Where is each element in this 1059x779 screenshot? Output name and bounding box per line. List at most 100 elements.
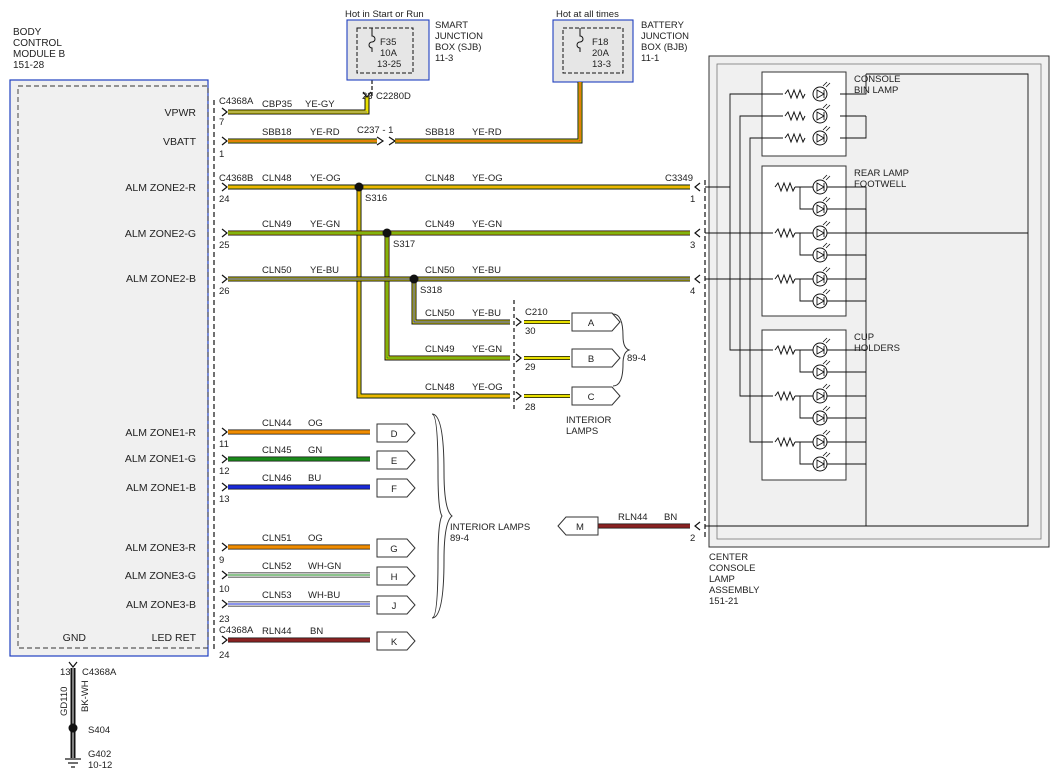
- lbl-ye-bu-b: YE-BU: [472, 265, 501, 276]
- wire-cln49: [228, 230, 690, 361]
- lbl-cln50-a: CLN50: [262, 265, 292, 276]
- sjb-hot: Hot in Start or Run: [345, 9, 424, 20]
- c210-pin-28: 28: [525, 402, 536, 413]
- lbl-ye-gy: YE-GY: [305, 99, 335, 110]
- splice-s404: S404: [88, 725, 110, 736]
- console-bin-lamp-box: [761, 71, 847, 157]
- lbl-wh-bu: WH-BU: [308, 590, 340, 601]
- battery-junction-box: Hot at all times F18 20A 13-3 BATTERY JU…: [552, 9, 689, 83]
- pinnum-z1g: 12: [219, 466, 230, 477]
- bcm-title-3: MODULE B: [13, 49, 66, 60]
- wire-cln50: [228, 276, 690, 325]
- sjb-loc: 13-25: [377, 59, 401, 70]
- conn-c237: C237 - 1: [357, 125, 393, 136]
- led-branch-wires: [795, 186, 867, 526]
- lbl-cln50-b: CLN50: [425, 265, 455, 276]
- pinnum-z3r: 9: [219, 555, 224, 566]
- bjb-line2: JUNCTION: [641, 31, 689, 42]
- pinnum-gnd: 13: [60, 667, 71, 678]
- console-line1: CENTER: [709, 552, 748, 563]
- ref-g: G: [390, 544, 397, 555]
- brace-interior-lamps-1: [612, 313, 631, 387]
- smart-junction-box: Hot in Start or Run F35 10A 13-25 SMART …: [345, 9, 483, 81]
- lbl-cln49-b: CLN49: [425, 219, 455, 230]
- lbl-ye-bu-a: YE-BU: [310, 265, 339, 276]
- bjb-fuse: F18: [592, 37, 608, 48]
- bjb-loc: 13-3: [592, 59, 611, 70]
- pin-z1r: ALM ZONE1-R: [125, 427, 196, 439]
- ref-b: B: [588, 354, 594, 365]
- fuse-f35-icon: [368, 28, 376, 52]
- lbl-ye-rd-a: YE-RD: [310, 127, 340, 138]
- conn-c3349: C3349: [665, 173, 693, 184]
- lbl-cln48-a: CLN48: [262, 173, 292, 184]
- ref-e: E: [391, 456, 397, 467]
- lbl-cln48-c: CLN48: [425, 382, 455, 393]
- c210-pin-29: 29: [525, 362, 536, 373]
- conn-c4368a-gnd: C4368A: [82, 667, 117, 678]
- lbl-cln51: CLN51: [262, 533, 292, 544]
- pin-z1b: ALM ZONE1-B: [126, 482, 196, 494]
- pinnum-vpwr: 7: [219, 117, 224, 128]
- cup-holders-box: [761, 329, 847, 481]
- lbl-og-b: OG: [308, 533, 323, 544]
- ref-m: M: [576, 522, 584, 533]
- pinnum-z2g: 25: [219, 240, 230, 251]
- pin-z2b: ALM ZONE2-B: [126, 273, 196, 285]
- pin-vbatt: VBATT: [163, 136, 197, 148]
- interior-lamps-2-line1: INTERIOR LAMPS: [450, 522, 530, 533]
- conn-c4368a: C4368A: [219, 96, 254, 107]
- conn-c4368b: C4368B: [219, 173, 253, 184]
- lbl-ye-rd-b: YE-RD: [472, 127, 502, 138]
- rear-label2: FOOTWELL: [854, 179, 906, 190]
- lbl-sbb18-a: SBB18: [262, 127, 292, 138]
- reference-tag-labels: A B C D E F G H J K M: [390, 318, 595, 648]
- pinnum-z2b: 26: [219, 286, 230, 297]
- ref-c: C: [588, 392, 595, 403]
- ref-f: F: [391, 484, 397, 495]
- ref-h: H: [391, 572, 398, 583]
- lbl-cln48-b: CLN48: [425, 173, 455, 184]
- c3349-pin-2: 2: [690, 533, 695, 544]
- lbl-cln44: CLN44: [262, 418, 292, 429]
- lbl-rln44-a: RLN44: [262, 626, 292, 637]
- lbl-ye-og-a: YE-OG: [310, 173, 341, 184]
- lbl-cln45: CLN45: [262, 445, 292, 456]
- wire-cln48: [228, 184, 690, 399]
- lbl-rln44-b: RLN44: [618, 512, 648, 523]
- console-line3: LAMP: [709, 574, 735, 585]
- lbl-ye-bu-c: YE-BU: [472, 308, 501, 319]
- ref-a: A: [588, 318, 595, 329]
- pin-ledret: LED RET: [152, 632, 197, 644]
- bcm-title-1: BODY: [13, 27, 42, 38]
- pin-z3r: ALM ZONE3-R: [125, 542, 196, 554]
- pinnum-z3b: 23: [219, 614, 230, 625]
- pinnum-z1r: 11: [219, 439, 229, 450]
- bjb-amp: 20A: [592, 48, 610, 59]
- bjb-ref: 11-1: [641, 53, 659, 64]
- wire-gd110-id: GD110: [59, 687, 70, 716]
- conn-c210: C210: [525, 307, 548, 318]
- reference-tags: [376, 312, 621, 651]
- pinnum-z3g: 10: [219, 584, 230, 595]
- sjb-line1: SMART: [435, 20, 468, 31]
- ref-j: J: [392, 601, 397, 612]
- ref-d: D: [391, 429, 398, 440]
- lbl-cln49-c: CLN49: [425, 344, 455, 355]
- pinnum-ledret: 24: [219, 650, 230, 661]
- splice-s317: S317: [393, 239, 415, 250]
- lbl-ye-og-b: YE-OG: [472, 173, 503, 184]
- lbl-cln50-c: CLN50: [425, 308, 455, 319]
- sjb-line3: BOX (SJB): [435, 42, 481, 53]
- lbl-ye-gn-b: YE-GN: [472, 219, 502, 230]
- console-line4: ASSEMBLY: [709, 585, 760, 596]
- lbl-cln46: CLN46: [262, 473, 292, 484]
- rear-label: REAR LAMP: [854, 168, 909, 179]
- pin-z2r: ALM ZONE2-R: [125, 182, 196, 194]
- ground-ref: 10-12: [88, 760, 112, 771]
- lbl-og-a: OG: [308, 418, 323, 429]
- wire-gd110-color: BK-WH: [80, 680, 91, 712]
- splice-dots: [68, 182, 419, 733]
- console-line2: CONSOLE: [709, 563, 755, 574]
- ground-name: G402: [88, 749, 111, 760]
